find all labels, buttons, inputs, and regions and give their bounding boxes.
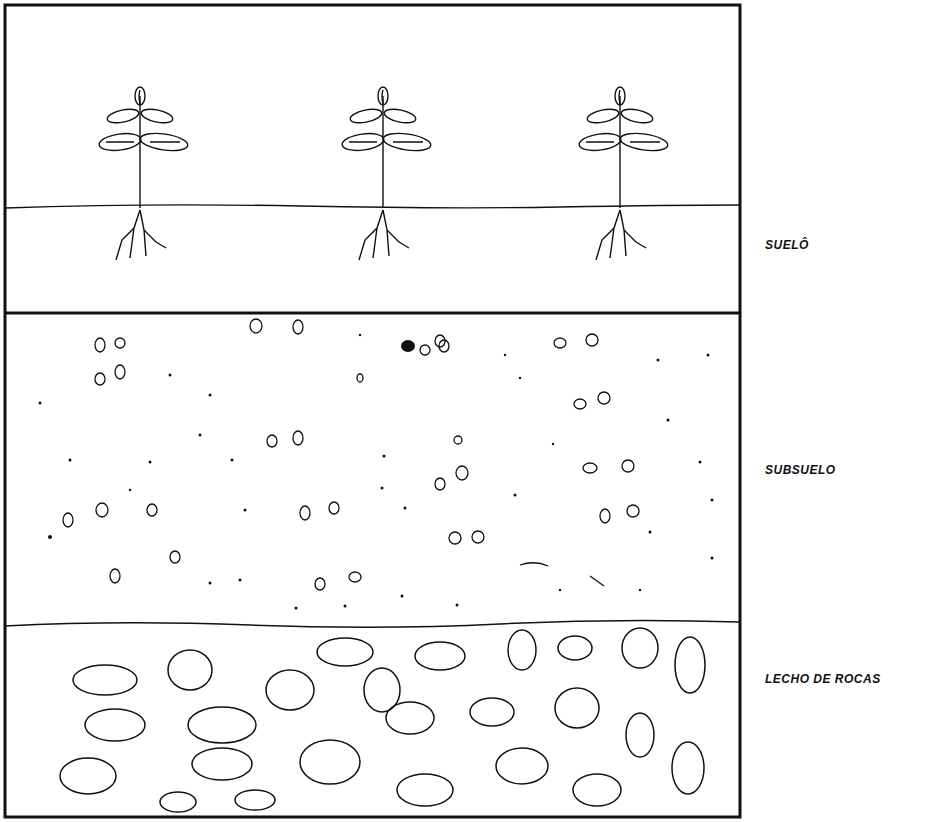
- layer-label: LECHO DE ROCAS: [765, 672, 881, 686]
- layer-label: SUELÔ: [765, 238, 809, 252]
- soil-layer-band: SUBSUELO: [5, 313, 740, 625]
- soil-layer-band: LECHO DE ROCAS: [5, 625, 740, 817]
- layer-label: SUBSUELO: [765, 463, 836, 477]
- soil-layer-band: SUELÔ: [5, 5, 740, 313]
